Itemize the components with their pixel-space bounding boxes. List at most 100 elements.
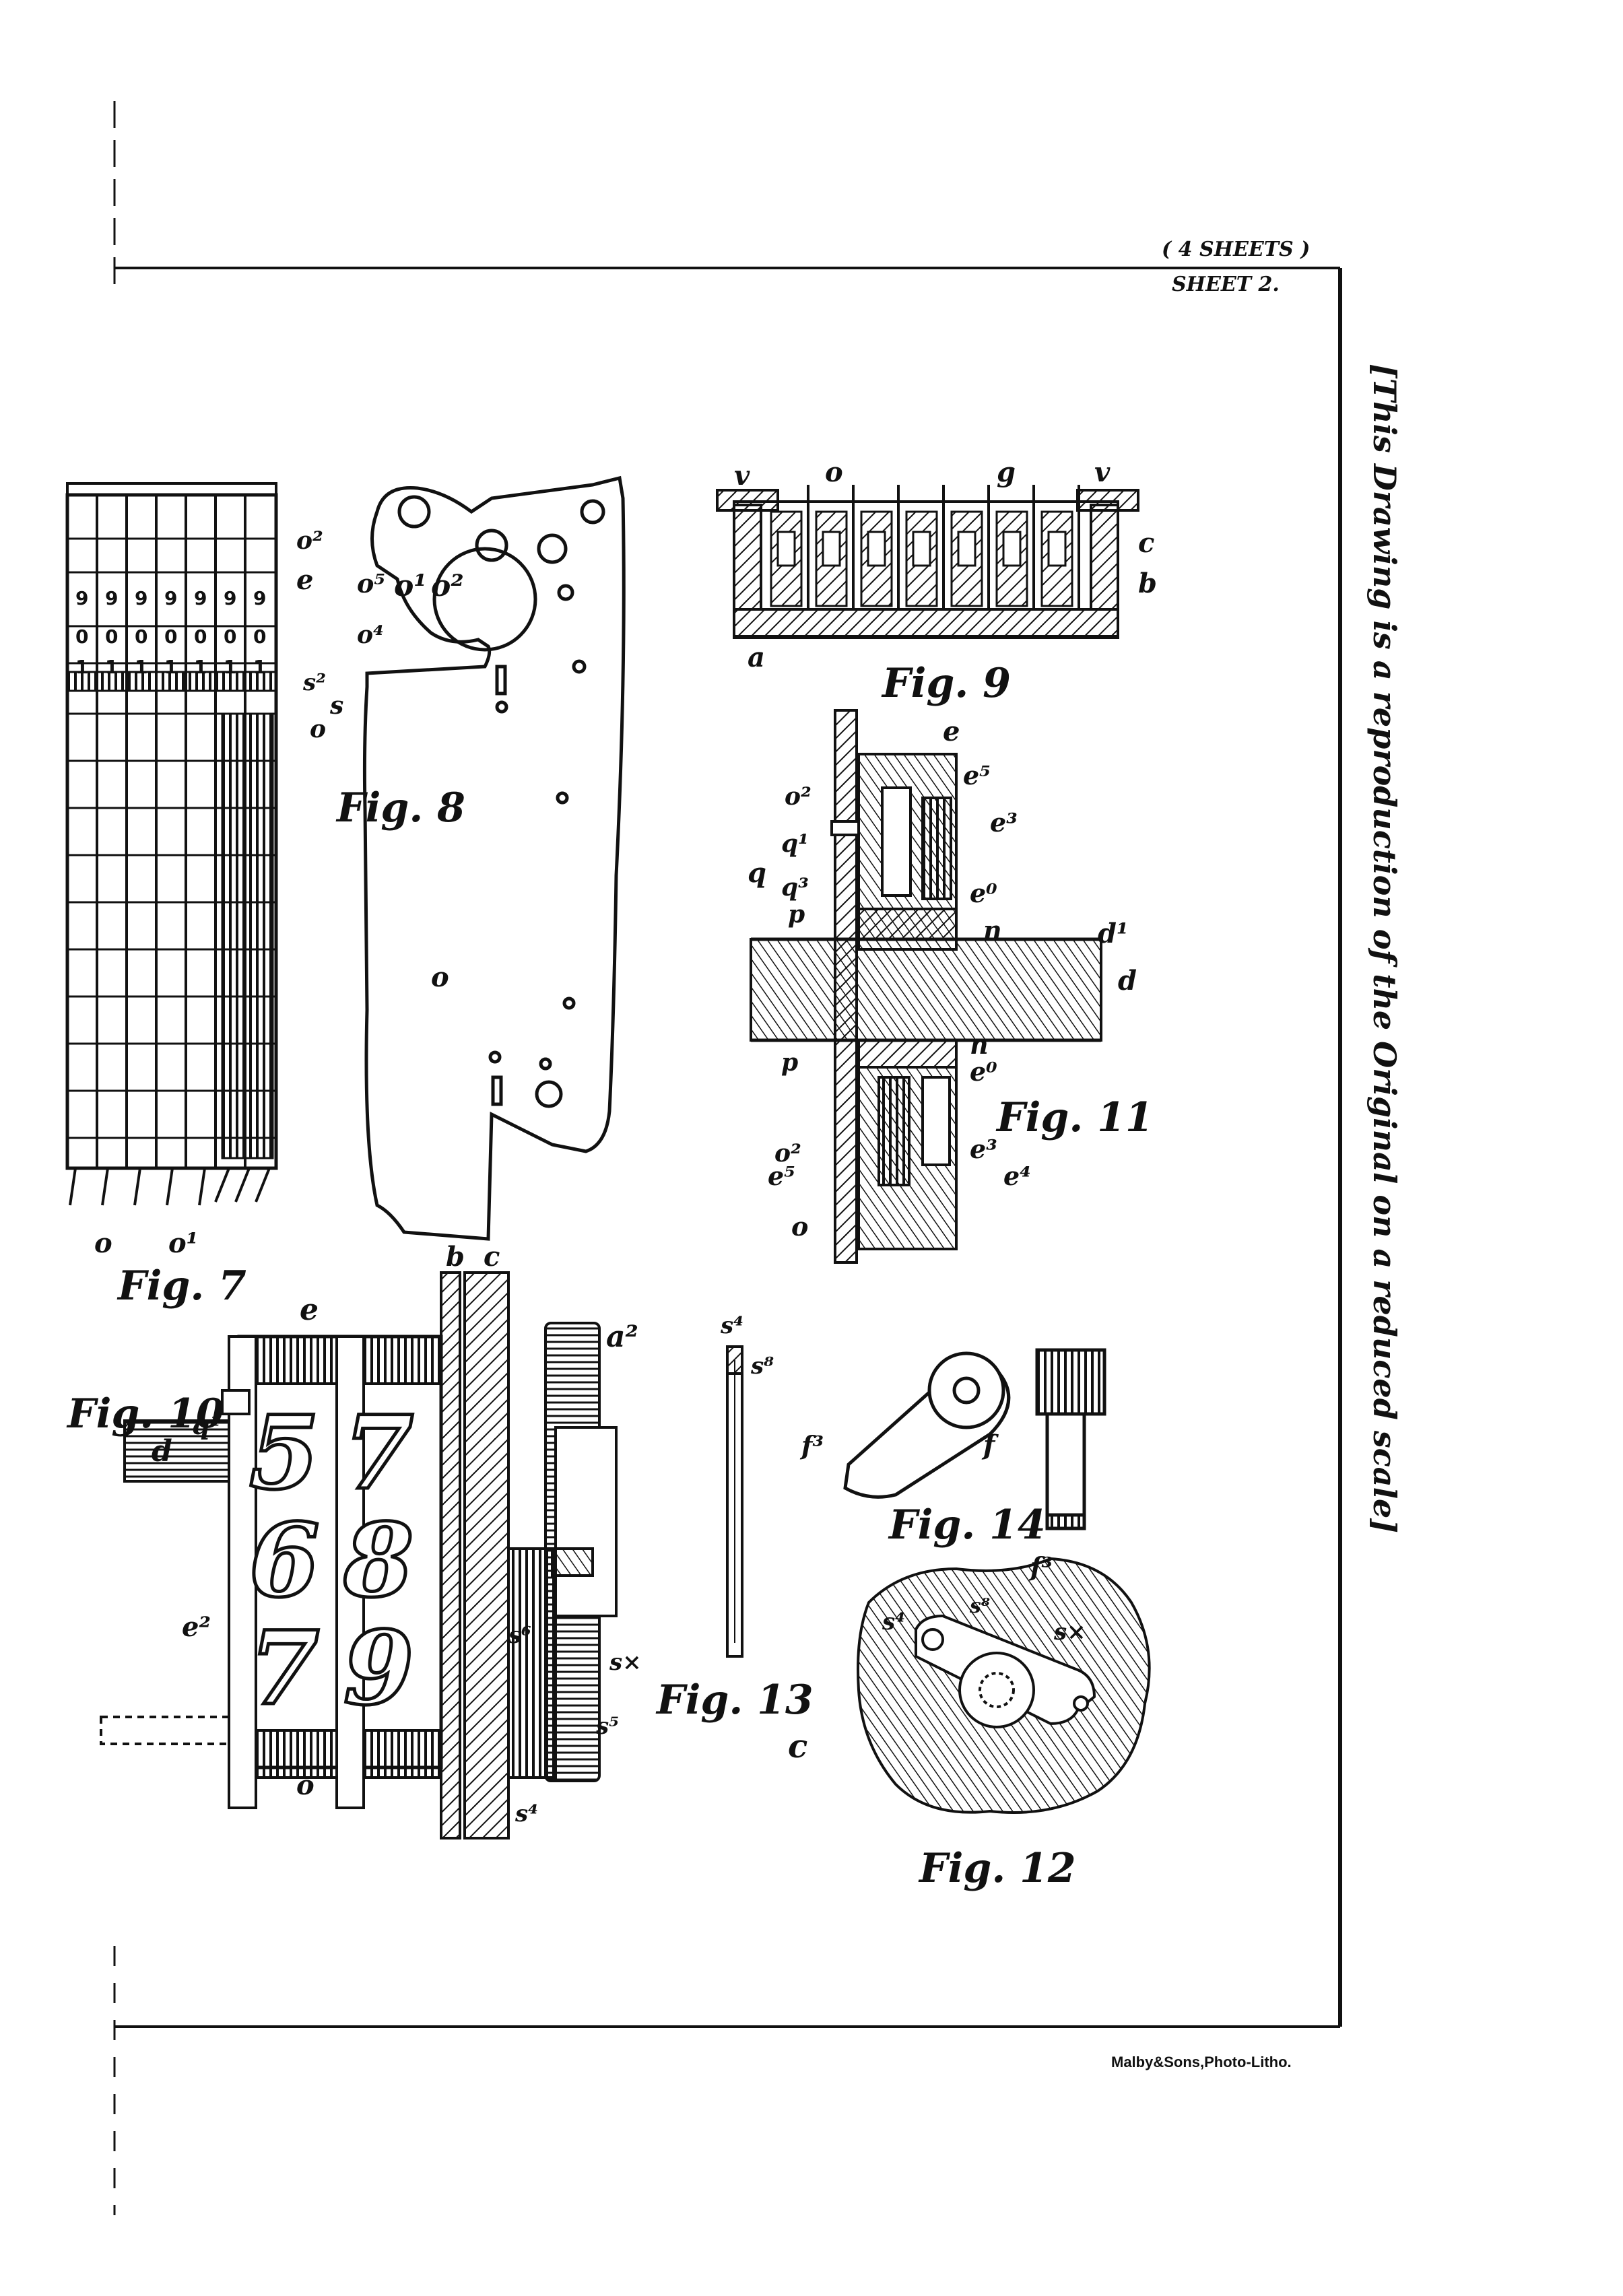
fig-9-label-c: c: [1138, 527, 1154, 559]
fig-9-wheel-recess: [822, 531, 841, 567]
fig-7-wheel-digit: 9: [164, 587, 177, 609]
fig-11-label-d: d: [1118, 965, 1137, 997]
fig-10-wheel-digit: 6: [249, 1501, 319, 1620]
fig-13-label-s4: s⁴: [720, 1312, 743, 1339]
fig-9-wheel-section: [1040, 510, 1073, 607]
fig-14-label-f: f: [981, 1429, 999, 1461]
fig-9-label-a: a: [748, 642, 765, 673]
fig-9-wheel-recess: [867, 531, 886, 567]
fig-11-label-q3: q³: [781, 873, 809, 902]
imprint: Malby&Sons,Photo-Litho.: [1111, 2054, 1292, 2070]
fig-9-caption: Fig. 9: [881, 660, 1011, 707]
fig-11-label-q1: q¹: [781, 830, 809, 858]
fig-10-label-e: e: [300, 1293, 319, 1327]
fig-11-label-n-top: n: [983, 915, 1002, 945]
fig-11-label-n-bottom: n: [970, 1029, 989, 1060]
sheet-border: [114, 267, 1342, 2028]
fig-10-wheel-digit: 7: [343, 1394, 413, 1512]
fig-9-wheel-recess: [957, 531, 976, 567]
fig-10-caption: Fig. 10: [66, 1390, 224, 1438]
fig-7-label-o-right: o: [310, 715, 326, 743]
fig-13-drawing: [726, 1345, 743, 1658]
fig-7-label-o2: o²: [296, 527, 323, 555]
fig-8-label-o: o: [431, 961, 449, 993]
fig-12-label-sx: s×: [1053, 1619, 1086, 1646]
fig-11-label-p-top: p: [788, 900, 805, 928]
fig-7-wheel-digit: 9: [194, 587, 207, 609]
fig-7-label-o-bottom: o: [94, 1227, 112, 1259]
fig-11-label-o-bottom: o: [791, 1211, 808, 1242]
fig-10-label-c: c: [484, 1241, 500, 1273]
fig-11-label-o2-top: o²: [785, 782, 812, 811]
fig-9-label-v-right: v: [1094, 457, 1111, 488]
fig-7-wheel-digit: 1: [253, 656, 266, 678]
fig-7-label-s2: s²: [302, 669, 326, 696]
fig-13-caption: Fig. 13: [655, 1677, 814, 1724]
fig-12-caption: Fig. 12: [918, 1845, 1076, 1892]
fig-11-label-e3-bottom: e³: [970, 1134, 997, 1164]
fig-12-drawing: [857, 1557, 1151, 1814]
fig-7-wheel-digit: 0: [194, 626, 207, 648]
fig-11-label-e5-bottom: e⁵: [768, 1161, 795, 1191]
fig-7-wheel-digit: 1: [164, 656, 177, 678]
fig-11-label-o2-bottom: o²: [774, 1139, 801, 1168]
fig-9-drawing: [716, 485, 1139, 639]
fig-11-label-q: q: [748, 857, 766, 889]
fig-7-wheel-digit: 9: [224, 587, 236, 609]
fig-9-wheel-recess: [1047, 531, 1067, 567]
fig-10-wheel-digit: 9: [343, 1609, 413, 1728]
fig-7-wheel-digit: 1: [194, 656, 207, 678]
fig-7-wheel-digit: 1: [224, 656, 236, 678]
fig-11-label-e0-bottom: e⁰: [970, 1056, 997, 1087]
fig-12-label-c: c: [788, 1728, 807, 1765]
fig-7-wheel-digit: 0: [224, 626, 236, 648]
fig-14-drawing: [843, 1348, 1106, 1530]
fig-10-label-d: d: [152, 1434, 172, 1468]
fig-11-drawing: [750, 709, 1102, 1264]
fig-7-wheel-digit: 1: [105, 656, 118, 678]
fig-8-label-o1: o¹: [394, 569, 427, 603]
fig-11-label-e4-bottom: e⁴: [1003, 1161, 1031, 1191]
fig-10-label-s5: s⁵: [595, 1713, 619, 1740]
fig-8-label-o2: o²: [431, 569, 464, 603]
fig-7-caption: Fig. 7: [117, 1262, 246, 1310]
fig-10-label-q1: q¹: [192, 1410, 221, 1440]
fig-7-wheel-digit: 0: [75, 626, 88, 648]
fig-7-label-s: s: [329, 691, 343, 720]
fig-7-wheel-digit: 0: [135, 626, 147, 648]
fig-10-label-s4: s⁴: [515, 1800, 538, 1827]
fig-13-label-s8: s⁸: [750, 1353, 774, 1380]
fig-12-label-s8: s⁸: [969, 1594, 990, 1618]
fig-7-wheel-digit: 0: [105, 626, 118, 648]
fig-7-wheel-digit: 1: [135, 656, 147, 678]
fig-7-label-e: e: [296, 564, 313, 596]
fig-9-wheel-recess: [776, 531, 796, 567]
fig-9-wheel-recess: [912, 531, 931, 567]
fig-14-label-f3-left: f³: [799, 1430, 824, 1460]
fig-7-label-o1: o¹: [168, 1227, 198, 1259]
fig-11-label-e5-top: e⁵: [963, 760, 991, 790]
fig-7-wheel-digit: 1: [75, 656, 88, 678]
fig-10-wheel-digit: 8: [343, 1501, 413, 1620]
fig-9-label-v-left: v: [734, 460, 750, 492]
fig-10-label-sx: s×: [609, 1649, 642, 1676]
fig-11-label-e: e: [943, 716, 960, 747]
fig-7-wheel-digit: 0: [164, 626, 177, 648]
fig-7-wheel-digit: 9: [253, 587, 266, 609]
fig-10-label-b: b: [446, 1241, 465, 1273]
fig-7-wheel-digit: 9: [75, 587, 88, 609]
fig-9-wheel-recess: [1002, 531, 1022, 567]
fig-8-caption: Fig. 8: [335, 784, 465, 832]
fig-10-wheel-digit: 7: [249, 1609, 319, 1728]
fig-10-label-o: o: [296, 1769, 314, 1801]
reproduction-note: [This Drawing is a reproduction of the O…: [1366, 364, 1403, 1533]
fig-8-label-o4: o⁴: [357, 621, 384, 649]
fig-7-wheel-digit: 0: [253, 626, 266, 648]
fig-8-label-o5: o⁵: [357, 568, 385, 599]
fig-9-label-g: g: [997, 457, 1016, 488]
fig-10-wheel-digit: 5: [249, 1394, 319, 1512]
header-sheets-count: ( 4 SHEETS ): [1162, 238, 1310, 261]
